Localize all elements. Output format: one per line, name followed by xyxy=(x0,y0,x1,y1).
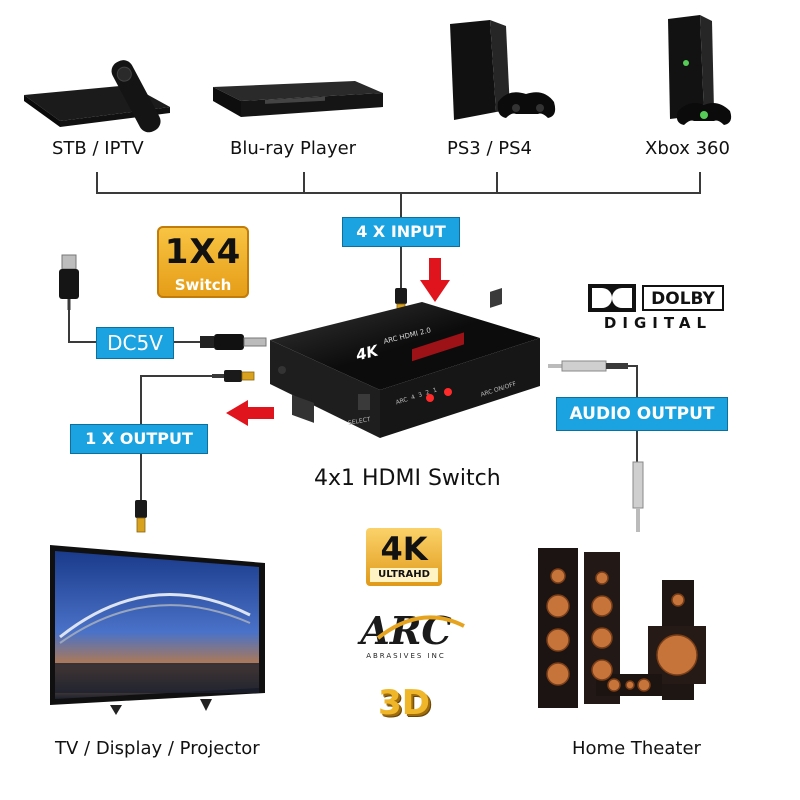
ps-label: PS3 / PS4 xyxy=(447,138,532,159)
fourk-badge-top: 4K xyxy=(380,530,428,568)
output-arrow-icon xyxy=(226,400,274,426)
tv-image xyxy=(50,545,265,715)
audio-cable-horizontal xyxy=(620,365,638,367)
input-drop-stb xyxy=(96,172,98,193)
port-label-2: 2 xyxy=(424,388,431,397)
fourk-badge-bottom: ULTRAHD xyxy=(370,568,438,582)
audio-callout: AUDIO OUTPUT xyxy=(556,397,728,431)
arc-swoosh-icon xyxy=(376,615,465,640)
usb-plug-icon xyxy=(59,254,79,310)
hdmi-switch-device xyxy=(270,288,540,438)
output-cable-horizontal xyxy=(140,375,214,377)
arc-logo-subtext: ABRASIVES INC xyxy=(366,652,446,660)
output-hdmi-plug-bottom xyxy=(135,500,147,533)
xbox-device-image xyxy=(668,15,732,125)
power-callout: DC5V xyxy=(96,327,174,359)
input-arrow-icon xyxy=(420,258,450,302)
output-callout: 1 X OUTPUT xyxy=(70,424,208,454)
arc-logo: ARC ABRASIVES INC xyxy=(346,608,471,663)
audio-jack-bottom xyxy=(632,461,644,532)
audio-jack-top xyxy=(548,360,628,372)
dolby-bottom-text: DIGITAL xyxy=(603,314,713,332)
port-label-3: 3 xyxy=(417,391,424,400)
dolby-top-text: DOLBY xyxy=(642,285,724,311)
tv-label: TV / Display / Projector xyxy=(55,738,260,759)
arc-logo-text: ARC xyxy=(360,608,452,653)
input-drop-xbox xyxy=(699,172,701,193)
bluray-label: Blu-ray Player xyxy=(230,138,357,159)
input-drop-ps xyxy=(496,172,498,193)
ps-device-image xyxy=(450,20,556,120)
switch-badge-top: 1X4 xyxy=(164,232,242,272)
output-hdmi-plug-top xyxy=(212,370,255,382)
switch-badge: 1X4 Switch xyxy=(157,226,249,298)
product-title: 4x1 HDMI Switch xyxy=(314,466,501,491)
dc-plug-icon xyxy=(200,334,267,350)
three-d-logo: 3D xyxy=(378,683,430,723)
input-bus-line xyxy=(96,192,701,194)
stb-device-image xyxy=(24,60,170,133)
bluray-device-image xyxy=(213,81,383,117)
stb-label: STB / IPTV xyxy=(52,138,144,159)
home-theater-image xyxy=(538,548,706,708)
power-cable-vertical xyxy=(68,308,70,342)
xbox-label: Xbox 360 xyxy=(645,138,730,159)
home-theater-label: Home Theater xyxy=(572,738,701,759)
port-label-4: 4 xyxy=(410,393,416,402)
input-cable xyxy=(400,247,402,293)
input-center-stem xyxy=(400,193,402,218)
fourk-badge: 4K ULTRAHD xyxy=(366,528,442,586)
switch-badge-bottom: Switch xyxy=(174,276,232,294)
input-drop-bluray xyxy=(303,172,305,193)
dolby-logo: DOLBY DIGITAL xyxy=(588,284,728,332)
input-callout: 4 X INPUT xyxy=(342,217,460,247)
dolby-double-d-icon xyxy=(588,284,636,312)
